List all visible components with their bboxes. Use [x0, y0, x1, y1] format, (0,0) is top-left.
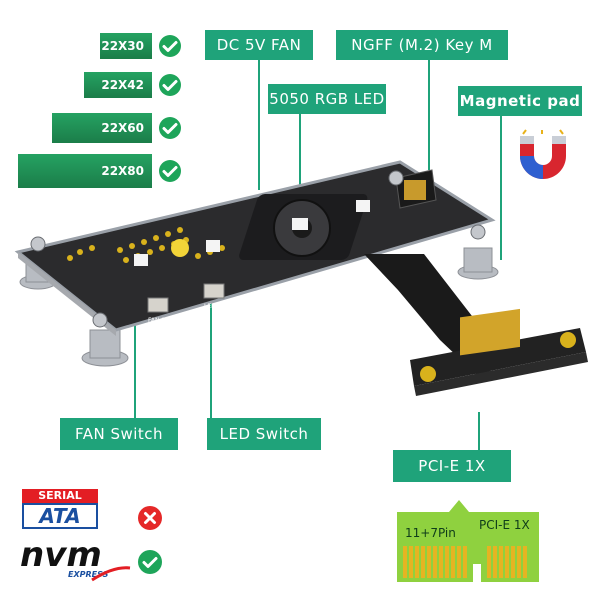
pcie-diagram-board — [397, 500, 539, 582]
board-fan-switch-text: FAN SWITCH — [148, 317, 185, 324]
m2-card-label: 22X30 — [101, 39, 144, 53]
m2-card-label: 22X80 — [101, 164, 144, 178]
m2-card-2242: 22X42 — [84, 72, 152, 98]
leader-line — [478, 412, 480, 450]
m2-card-2280: 22X80 — [18, 154, 152, 188]
check-icon — [159, 117, 181, 139]
callout-pcie-1x: PCI-E 1X — [393, 450, 511, 482]
callout-led-switch: LED Switch — [207, 418, 321, 450]
leader-line — [134, 300, 136, 418]
nvme-logo-text: nvm — [20, 535, 102, 575]
callout-fan-switch: FAN Switch — [60, 418, 178, 450]
m2-card-label: 22X60 — [101, 121, 144, 135]
nvme-logo: nvm EXPRESS — [20, 538, 132, 586]
callout-rgb-led: 5050 RGB LED — [268, 84, 386, 114]
check-icon — [138, 550, 162, 574]
sata-logo-bottom: ATA — [22, 503, 98, 529]
pcie-diagram-title: PCI-E 1X — [479, 518, 530, 532]
callout-ngff: NGFF (M.2) Key M — [336, 30, 508, 60]
board-led-switch-text: LED SWITCH — [204, 303, 241, 310]
callout-magnetic-pad: Magnetic pad — [458, 86, 582, 116]
leader-line — [500, 116, 502, 260]
magnet-icon — [520, 129, 566, 179]
cross-icon — [138, 506, 162, 530]
pcie-diagram: 11+7Pin PCI-E 1X — [393, 498, 543, 586]
m2-card-2260: 22X60 — [52, 113, 152, 143]
sata-logo: SERIAL ATA — [22, 489, 98, 529]
leader-line — [428, 60, 430, 170]
m2-card-2230: 22X30 — [100, 33, 152, 59]
check-icon — [159, 74, 181, 96]
pcie-diagram-pins: 11+7Pin — [405, 526, 456, 540]
board-pcie-4x-text: PCI-E 4X — [316, 273, 341, 280]
leader-line — [299, 114, 301, 214]
nvme-swoosh — [91, 566, 131, 582]
sata-logo-top: SERIAL — [22, 489, 98, 503]
callout-dc-fan: DC 5V FAN — [205, 30, 313, 60]
adapter-board: FAN SWITCH LED SWITCH PCI-E 4X — [14, 160, 588, 396]
leader-line — [210, 300, 212, 418]
check-icon — [159, 160, 181, 182]
nvme-logo-express: EXPRESS — [68, 570, 109, 579]
check-icon — [159, 35, 181, 57]
leader-line — [258, 60, 260, 190]
m2-card-label: 22X42 — [101, 78, 144, 92]
